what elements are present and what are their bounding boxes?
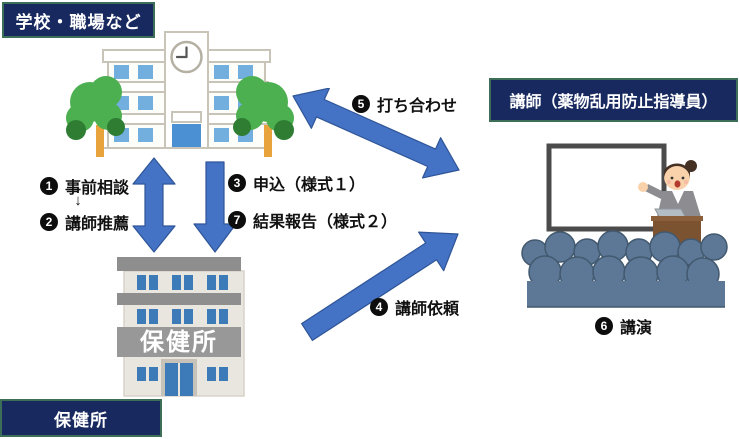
step-number-badge: 3	[228, 174, 246, 192]
arrow-school-healthcenter-down	[193, 161, 237, 253]
health-center-building-sign: 保健所	[139, 329, 218, 356]
step-number-badge: 2	[40, 213, 58, 231]
health-center-illustration: 保健所	[117, 257, 245, 397]
step-number-badge: 7	[228, 211, 246, 229]
health-center-label-box: 保健所	[0, 399, 162, 437]
school-illustration	[66, 31, 294, 157]
step-number-badge: 5	[352, 95, 370, 113]
step-lecturer-request: 4 講師依頼	[370, 295, 459, 319]
step-number-badge: 4	[370, 298, 388, 316]
step-label: 事前相談	[65, 180, 130, 197]
step-label: 結果報告（様式２）	[253, 214, 398, 231]
speaker-figure	[638, 160, 703, 245]
step-prior-consultation: 1 事前相談	[40, 174, 129, 198]
step-label: 申込（様式１）	[253, 177, 366, 194]
step-number-badge: 1	[40, 177, 58, 195]
step-application: 3 申込（様式１）	[228, 171, 365, 195]
down-arrow-glyph: ↓	[74, 192, 82, 209]
step-label: 講師依頼	[395, 301, 460, 318]
podium	[651, 216, 703, 221]
arrow-school-healthcenter-bidirectional	[132, 157, 176, 253]
health-center-label: 保健所	[54, 410, 108, 430]
step-number-badge: 6	[595, 317, 613, 335]
step-meeting: 5 打ち合わせ	[352, 92, 457, 116]
arrow-school-healthcenter-group	[132, 157, 237, 253]
lecturer-label-box: 講師（薬物乱用防止指導員）	[489, 78, 738, 122]
step-result-report: 7 結果報告（様式２）	[228, 208, 397, 232]
step-lecturer-recommendation: 2 講師推薦	[40, 210, 129, 234]
tree-icon	[66, 76, 125, 157]
school-label-box: 学校・職場など	[2, 2, 155, 38]
step-label: 講師推薦	[65, 216, 130, 233]
school-label: 学校・職場など	[15, 12, 142, 32]
lecturer-label: 講師（薬物乱用防止指導員）	[509, 94, 718, 111]
step-label: 打ち合わせ	[377, 98, 458, 115]
lecture-illustration	[521, 143, 728, 308]
arrow-healthcenter-lecturer	[300, 231, 459, 342]
arrow-school-lecturer-bidirectional	[292, 88, 460, 179]
step-lecture: 6 講演	[595, 314, 652, 338]
step-label: 講演	[620, 320, 653, 337]
tree-icon	[233, 76, 294, 157]
